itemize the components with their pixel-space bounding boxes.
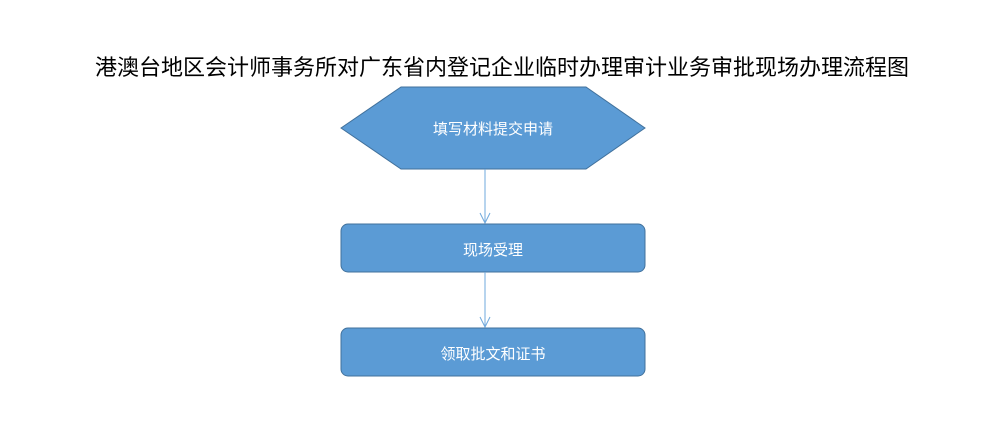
step-collect-certificate-label: 领取批文和证书 [440, 345, 546, 363]
step-submit-application-label: 填写材料提交申请 [432, 120, 553, 138]
step-onsite-acceptance-label: 现场受理 [462, 241, 523, 259]
step-submit-application-shape [340, 86, 646, 170]
step-collect-certificate-shape [340, 327, 646, 377]
diagram-title: 港澳台地区会计师事务所对广东省内登记企业临时办理审计业务审批现场办理流程图 [94, 56, 909, 81]
step-onsite-acceptance-shape [340, 223, 646, 273]
arrow-1-head [479, 212, 491, 225]
arrow-2-head [479, 316, 491, 329]
